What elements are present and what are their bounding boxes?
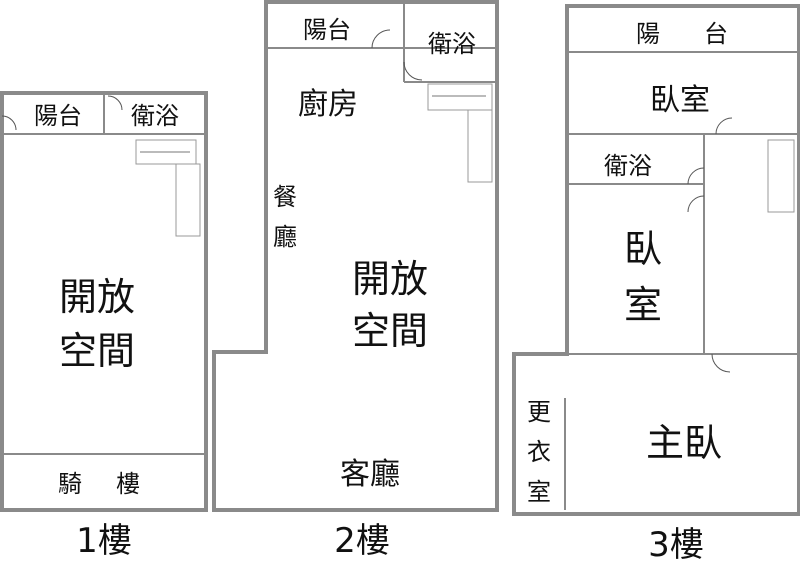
- floor-1-balcony-door: [1, 115, 17, 131]
- floor-2-outline: [212, 0, 499, 512]
- floor-2-staircase: [427, 83, 493, 183]
- floor-1-bath-label: 衛浴: [131, 102, 179, 130]
- floor-2-bath-door: [403, 61, 423, 81]
- floor-2-open-space-label-line1: 開放: [352, 257, 428, 301]
- floor-2-plan: [212, 0, 499, 512]
- floor-3-bath-label: 衛浴: [604, 152, 652, 180]
- floor-3-closet-label-char1: 更: [527, 398, 551, 426]
- floor-3-title: 3樓: [648, 525, 704, 565]
- floor-1-plan: [0, 91, 208, 512]
- floor-1-arcade-label-char1: 騎: [58, 470, 82, 498]
- floor-2-bath-label: 衛浴: [428, 30, 476, 58]
- floor-3-closet-label-char2: 衣: [527, 438, 551, 466]
- floor-3-bedroom-a-label: 臥室: [650, 83, 710, 118]
- floor-3-plan: [512, 4, 800, 516]
- floor-2-living-label: 客廳: [340, 457, 400, 492]
- floor-1-staircase: [135, 139, 201, 237]
- floor-2-open-space-label-line2: 空間: [352, 309, 428, 353]
- floor-1-balcony-label: 陽台: [34, 102, 82, 130]
- floor-3-staircase: [767, 139, 795, 213]
- floor-3-balcony-label-char1: 陽: [636, 20, 660, 48]
- floor-2-balcony-label: 陽台: [303, 16, 351, 44]
- floor-3-bedroom-a-door: [715, 117, 733, 135]
- floor-2-kitchen-label: 廚房: [298, 87, 358, 122]
- floor-1-open-space-label-line1: 開放: [59, 275, 135, 319]
- floor-1-arcade-label-char2: 樓: [116, 470, 140, 498]
- floor-3-bedroom-b-label-char1: 臥: [624, 227, 662, 271]
- floor-3-bath-door: [687, 167, 705, 185]
- floor-2-title: 2樓: [334, 521, 390, 561]
- floor-3-bedroom-b-door: [687, 195, 705, 213]
- floor-1-bath-door: [107, 95, 123, 111]
- floor-2-balcony-door: [371, 29, 391, 49]
- floor-3-closet-label-char3: 室: [527, 478, 551, 506]
- floor-1-open-space-label-line2: 空間: [59, 329, 135, 373]
- floor-2-dining-label-char1: 餐: [273, 183, 297, 211]
- floor-3-bedroom-b-label-char2: 室: [624, 283, 662, 327]
- floor-2-dining-label-char2: 廳: [273, 223, 297, 251]
- floor-3-master-door: [711, 353, 731, 373]
- floor-3-balcony-label-char2: 台: [704, 20, 728, 48]
- floor-1-title: 1樓: [76, 521, 132, 561]
- floor-3-master-label: 主臥: [646, 421, 722, 465]
